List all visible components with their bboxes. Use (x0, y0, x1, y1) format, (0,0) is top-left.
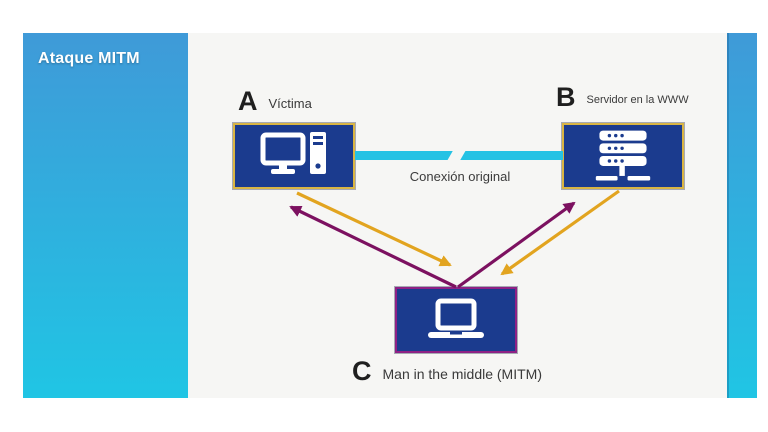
sidebar: Ataque MITM (23, 33, 188, 398)
node-a-label: Víctima (268, 96, 312, 111)
connection-label: Conexión original (409, 169, 511, 184)
slide-title: Ataque MITM (38, 50, 140, 67)
node-b-caption: B Servidor en la WWW (556, 84, 689, 111)
node-b-letter: B (556, 82, 576, 112)
server-icon (595, 130, 651, 181)
node-a-caption: A Víctima (238, 88, 312, 115)
node-b-box (562, 123, 684, 189)
node-a-box (233, 123, 355, 189)
node-c-letter: C (352, 356, 372, 386)
node-b-label: Servidor en la WWW (586, 93, 689, 106)
desktop-computer-icon (260, 132, 326, 174)
node-a-letter: A (238, 86, 258, 116)
laptop-icon (428, 298, 484, 338)
right-accent-strip (727, 33, 757, 398)
original-connection-line (355, 143, 563, 168)
node-c-label: Man in the middle (MITM) (382, 365, 542, 382)
node-c-caption: C Man in the middle (MITM) (352, 358, 542, 385)
node-c-box (395, 287, 517, 353)
